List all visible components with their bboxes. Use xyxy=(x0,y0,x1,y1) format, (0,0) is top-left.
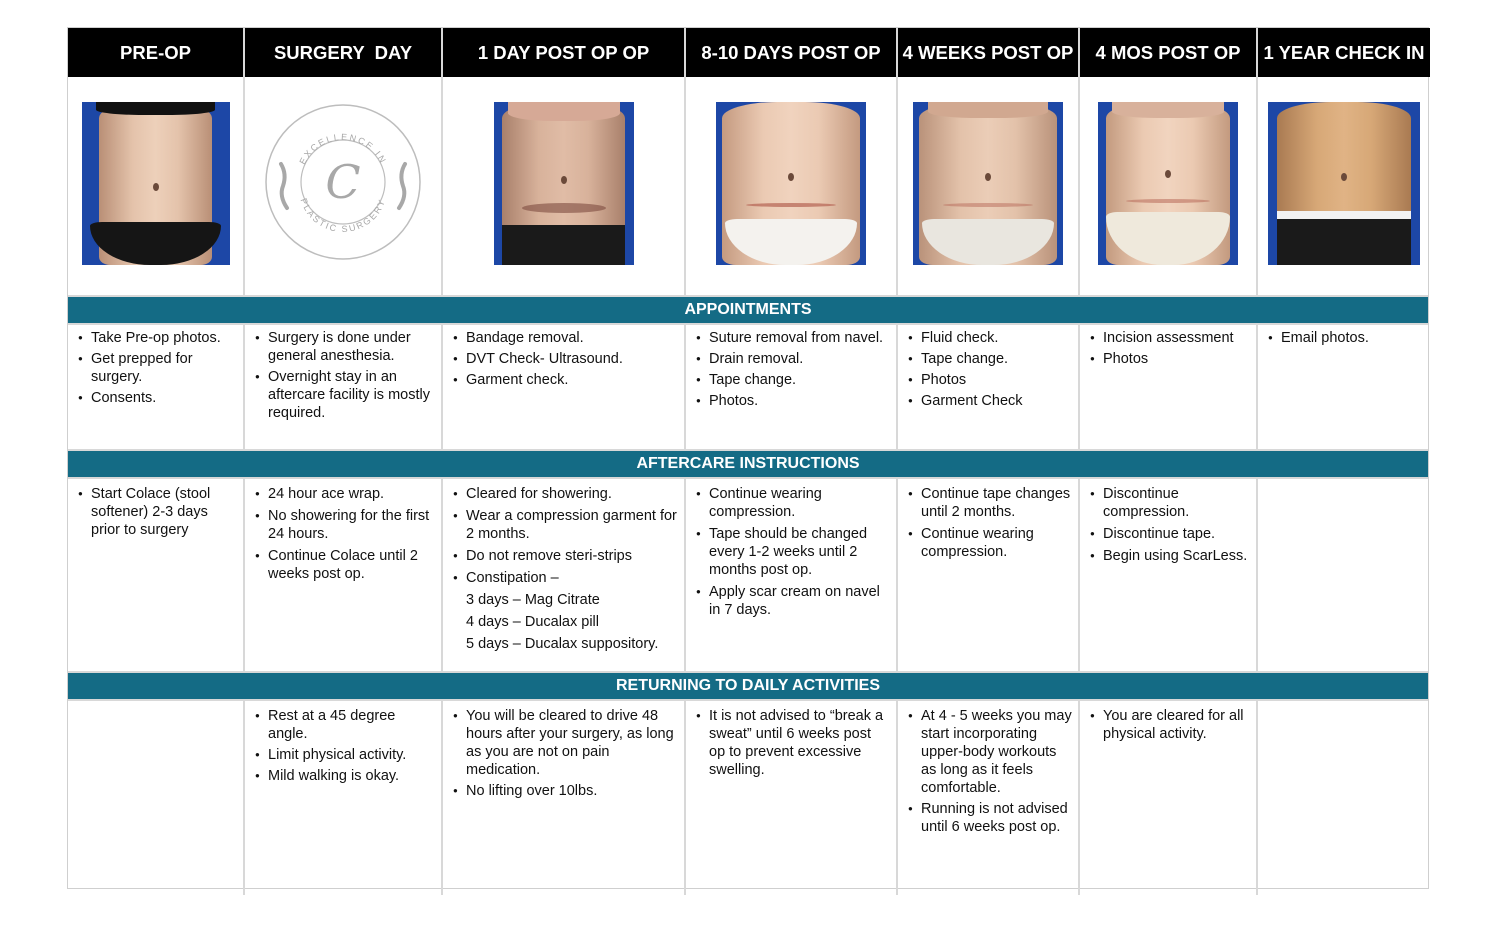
section-header-appointments: APPOINTMENTS xyxy=(68,295,1428,325)
appointments-cell: Fluid check. Tape change. Photos Garment… xyxy=(898,325,1080,449)
column-header-1-day: 1 DAY POST OP OP xyxy=(443,28,686,77)
list-item: Garment check. xyxy=(453,371,678,389)
constipation-step: 3 days – Mag Citrate xyxy=(466,592,600,608)
aftercare-cell: Discontinue compression. Discontinue tap… xyxy=(1080,479,1258,671)
list-item: It is not advised to “break a sweat” unt… xyxy=(696,707,890,779)
constipation-step: 4 days – Ducalax pill xyxy=(466,614,599,630)
list-item: Tape change. xyxy=(696,371,890,389)
list-item: Limit physical activity. xyxy=(255,746,435,764)
aftercare-cell: Continue tape changes until 2 months. Co… xyxy=(898,479,1080,671)
daily-cell: You are cleared for all physical activit… xyxy=(1080,701,1258,895)
list-item: Tape should be changed every 1-2 weeks u… xyxy=(696,525,890,579)
photo-cell-surgery-day: EXCELLENCE IN PLASTIC SURGERY C xyxy=(245,77,443,295)
photo-cell-4-weeks xyxy=(898,77,1080,295)
one-day-post-op-abdomen-photo xyxy=(493,101,634,265)
list-item: Rest at a 45 degree angle. xyxy=(255,707,435,743)
aftercare-row: Start Colace (stool softener) 2-3 days p… xyxy=(68,479,1430,671)
appointments-cell: Bandage removal. DVT Check- Ultrasound. … xyxy=(443,325,686,449)
list-item: Email photos. xyxy=(1268,329,1424,347)
list-item: Suture removal from navel. xyxy=(696,329,890,347)
appointments-cell: Take Pre-op photos. Get prepped for surg… xyxy=(68,325,245,449)
appointments-cell: Suture removal from navel. Drain removal… xyxy=(686,325,898,449)
list-item: Bandage removal. xyxy=(453,329,678,347)
list-item: 24 hour ace wrap. xyxy=(255,485,435,503)
list-item: DVT Check- Ultrasound. xyxy=(453,350,678,368)
list-item: Continue Colace until 2 weeks post op. xyxy=(255,547,435,583)
list-item: Discontinue tape. xyxy=(1090,525,1250,543)
list-item: Do not remove steri-strips xyxy=(453,547,678,565)
appointments-cell: Surgery is done under general anesthesia… xyxy=(245,325,443,449)
list-item: Garment Check xyxy=(908,392,1072,410)
aftercare-cell: Cleared for showering. Wear a compressio… xyxy=(443,479,686,671)
column-header-row: PRE-OP SURGERY DAY 1 DAY POST OP OP 8-10… xyxy=(68,28,1430,77)
list-item: Fluid check. xyxy=(908,329,1072,347)
photo-cell-pre-op xyxy=(68,77,245,295)
daily-cell: It is not advised to “break a sweat” unt… xyxy=(686,701,898,895)
svg-text:C: C xyxy=(325,155,360,209)
list-item: Take Pre-op photos. xyxy=(78,329,237,347)
daily-cell: At 4 - 5 weeks you may start incorporati… xyxy=(898,701,1080,895)
list-item: Continue wearing compression. xyxy=(908,525,1072,561)
list-item: Running is not advised until 6 weeks pos… xyxy=(908,800,1072,836)
appointments-cell: Email photos. xyxy=(1258,325,1430,449)
list-item: Begin using ScarLess. xyxy=(1090,547,1250,565)
four-weeks-post-op-abdomen-photo xyxy=(913,101,1063,265)
list-item: At 4 - 5 weeks you may start incorporati… xyxy=(908,707,1072,797)
list-item: Overnight stay in an aftercare facility … xyxy=(255,368,435,422)
list-item: Constipation – xyxy=(453,569,678,587)
column-header-pre-op: PRE-OP xyxy=(68,28,245,77)
aftercare-cell: 24 hour ace wrap. No showering for the f… xyxy=(245,479,443,671)
list-item: Photos. xyxy=(696,392,890,410)
constipation-step: 5 days – Ducalax suppository. xyxy=(466,636,659,652)
photo-cell-1-year xyxy=(1258,77,1430,295)
list-item: Discontinue compression. xyxy=(1090,485,1250,521)
four-months-post-op-abdomen-photo xyxy=(1098,101,1238,265)
list-item: Tape change. xyxy=(908,350,1072,368)
list-item: You will be cleared to drive 48 hours af… xyxy=(453,707,678,779)
column-header-surgery-day: SURGERY DAY xyxy=(245,28,443,77)
aftercare-cell: Continue wearing compression. Tape shoul… xyxy=(686,479,898,671)
list-item: No showering for the first 24 hours. xyxy=(255,507,435,543)
list-item: Surgery is done under general anesthesia… xyxy=(255,329,435,365)
appointments-cell: Incision assessment Photos xyxy=(1080,325,1258,449)
list-item: Incision assessment xyxy=(1090,329,1250,347)
photo-row: EXCELLENCE IN PLASTIC SURGERY C xyxy=(68,77,1430,295)
photo-cell-4-months xyxy=(1080,77,1258,295)
list-item: Wear a compression garment for 2 months. xyxy=(453,507,678,543)
list-item: Apply scar cream on navel in 7 days. xyxy=(696,583,890,619)
list-item: No lifting over 10lbs. xyxy=(453,782,678,800)
one-year-abdomen-photo xyxy=(1268,101,1420,265)
section-header-daily-activities: RETURNING TO DAILY ACTIVITIES xyxy=(68,671,1428,701)
list-item: Photos xyxy=(1090,350,1250,368)
list-item: Get prepped for surgery. xyxy=(78,350,237,386)
list-item: Mild walking is okay. xyxy=(255,767,435,785)
photo-cell-1-day xyxy=(443,77,686,295)
photo-cell-8-10-days xyxy=(686,77,898,295)
column-header-4-weeks: 4 WEEKS POST OP xyxy=(898,28,1080,77)
list-item: Continue tape changes until 2 months. xyxy=(908,485,1072,521)
daily-cell: Rest at a 45 degree angle. Limit physica… xyxy=(245,701,443,895)
clinic-logo: EXCELLENCE IN PLASTIC SURGERY C xyxy=(265,104,421,260)
list-item: Drain removal. xyxy=(696,350,890,368)
section-header-aftercare: AFTERCARE INSTRUCTIONS xyxy=(68,449,1428,479)
list-item: Start Colace (stool softener) 2-3 days p… xyxy=(78,485,237,539)
column-header-1-year: 1 YEAR CHECK IN xyxy=(1258,28,1430,77)
eight-ten-days-post-op-abdomen-photo xyxy=(716,101,866,265)
appointments-row: Take Pre-op photos. Get prepped for surg… xyxy=(68,325,1430,449)
list-item: Cleared for showering. xyxy=(453,485,678,503)
daily-cell: You will be cleared to drive 48 hours af… xyxy=(443,701,686,895)
aftercare-cell-empty xyxy=(1258,479,1430,671)
post-op-timeline-chart: PRE-OP SURGERY DAY 1 DAY POST OP OP 8-10… xyxy=(67,27,1430,895)
aftercare-cell: Start Colace (stool softener) 2-3 days p… xyxy=(68,479,245,671)
list-item: Photos xyxy=(908,371,1072,389)
column-header-8-10-days: 8-10 DAYS POST OP xyxy=(686,28,898,77)
list-item: You are cleared for all physical activit… xyxy=(1090,707,1250,743)
list-item: Consents. xyxy=(78,389,237,407)
list-item: Continue wearing compression. xyxy=(696,485,890,521)
column-header-4-months: 4 MOS POST OP xyxy=(1080,28,1258,77)
daily-activities-row: Rest at a 45 degree angle. Limit physica… xyxy=(68,701,1430,895)
daily-cell-empty xyxy=(68,701,245,895)
pre-op-abdomen-photo xyxy=(81,101,230,265)
daily-cell-empty xyxy=(1258,701,1430,895)
